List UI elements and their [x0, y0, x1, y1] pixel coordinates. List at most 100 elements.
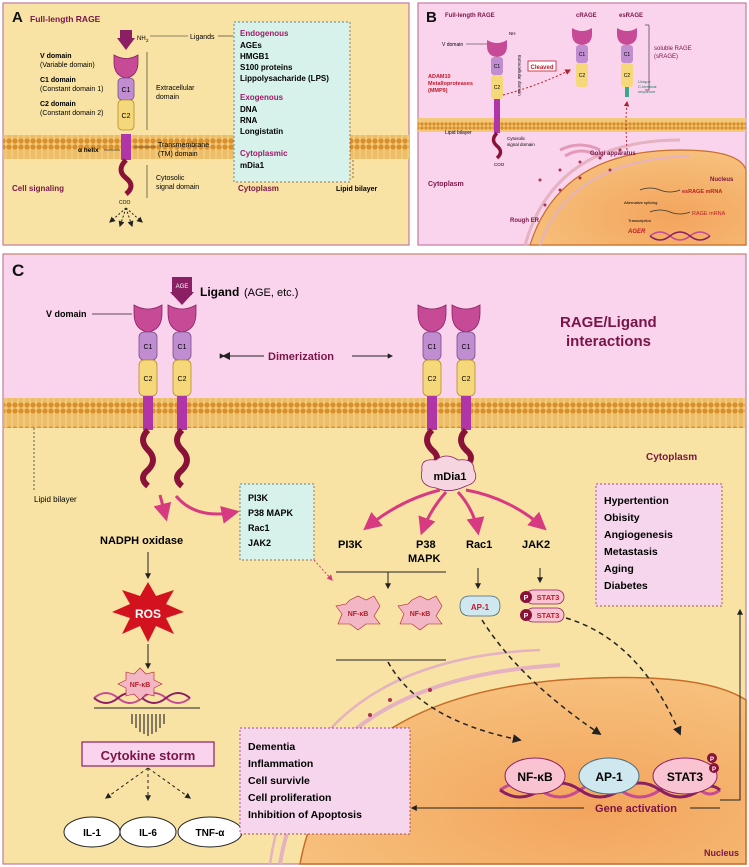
svg-text:sequence: sequence [638, 89, 656, 94]
svg-text:Hypertention: Hypertention [604, 495, 669, 507]
svg-text:Angiogenesis: Angiogenesis [604, 529, 673, 541]
svg-text:Cleaved: Cleaved [530, 65, 553, 71]
svg-text:COO: COO [119, 200, 131, 206]
svg-text:Cell survivle: Cell survivle [248, 775, 310, 787]
svg-text:(Constant domain 1): (Constant domain 1) [40, 86, 103, 93]
svg-text:AP-1: AP-1 [471, 603, 490, 612]
svg-text:P: P [524, 595, 529, 602]
panel-a-title: Full-length RAGE [30, 14, 101, 24]
svg-text:DNA: DNA [240, 105, 258, 114]
svg-text:Cytoplasm: Cytoplasm [428, 181, 464, 188]
svg-text:Dimerization: Dimerization [268, 351, 334, 363]
svg-text:AGER: AGER [627, 229, 646, 235]
svg-text:(Variable domain): (Variable domain) [40, 62, 95, 69]
svg-text:C2: C2 [178, 376, 187, 383]
svg-text:Rac1: Rac1 [248, 523, 270, 533]
svg-text:Nucleus: Nucleus [710, 177, 734, 183]
svg-text:Rough ER: Rough ER [510, 218, 540, 224]
svg-text:NADPH oxidase: NADPH oxidase [100, 535, 183, 547]
svg-text:C1: C1 [462, 344, 471, 351]
svg-text:PI3K: PI3K [338, 539, 363, 551]
svg-text:cRAGE: cRAGE [576, 13, 597, 19]
svg-text:AGE: AGE [176, 284, 189, 290]
svg-text:Metalloproteases: Metalloproteases [428, 81, 473, 87]
svg-text:Lipid bilayer: Lipid bilayer [445, 130, 472, 136]
svg-text:Lipid bilayer: Lipid bilayer [34, 495, 77, 504]
svg-text:AP-1: AP-1 [595, 770, 623, 784]
svg-text:Nucleus: Nucleus [704, 848, 739, 858]
svg-text:Inflammation: Inflammation [248, 758, 313, 770]
svg-text:Gene activation: Gene activation [595, 803, 677, 815]
svg-text:TNF-α: TNF-α [196, 828, 226, 839]
svg-text:B: B [426, 9, 437, 26]
svg-text:C1: C1 [624, 52, 631, 58]
svg-text:Obisity: Obisity [604, 512, 640, 524]
svg-text:C2: C2 [144, 376, 153, 383]
svg-text:STAT3: STAT3 [667, 770, 704, 784]
svg-text:Alternative splicing: Alternative splicing [624, 200, 657, 205]
svg-text:Extracellular domain: Extracellular domain [517, 55, 522, 96]
svg-text:(MMP9): (MMP9) [428, 88, 448, 94]
svg-text:Lippolysacharide (LPS): Lippolysacharide (LPS) [240, 74, 329, 83]
svg-text:Diabetes: Diabetes [604, 580, 648, 592]
svg-text:Transcription: Transcription [628, 218, 651, 223]
svg-text:Aging: Aging [604, 563, 634, 575]
svg-text:Full-length RAGE: Full-length RAGE [445, 13, 495, 19]
svg-text:Cytoplasm: Cytoplasm [238, 184, 279, 193]
svg-text:C1: C1 [144, 344, 153, 351]
svg-text:Inhibition of Apoptosis: Inhibition of Apoptosis [248, 809, 362, 821]
svg-text:JAK2: JAK2 [248, 538, 271, 548]
svg-text:Unique: Unique [638, 79, 651, 84]
svg-text:C1: C1 [178, 344, 187, 351]
svg-text:C1: C1 [122, 87, 131, 94]
svg-text:Golgi apparatus: Golgi apparatus [590, 151, 636, 157]
svg-text:Cell signaling: Cell signaling [12, 184, 64, 193]
svg-text:mDia1: mDia1 [240, 161, 265, 170]
svg-text:Longistatin: Longistatin [240, 127, 283, 136]
svg-text:C2: C2 [122, 113, 131, 120]
svg-text:Ligands: Ligands [190, 34, 215, 41]
svg-text:(AGE, etc.): (AGE, etc.) [244, 287, 298, 299]
svg-text:C2 domain: C2 domain [40, 101, 76, 108]
svg-text:(Constant domain 2): (Constant domain 2) [40, 110, 103, 117]
svg-text:NH: NH [509, 31, 516, 36]
svg-text:domain: domain [156, 94, 179, 101]
svg-text:C1: C1 [494, 64, 501, 70]
svg-text:MAPK: MAPK [408, 553, 440, 565]
svg-text:NF-κB: NF-κB [517, 770, 553, 784]
svg-text:Cytokine storm: Cytokine storm [101, 748, 196, 763]
svg-text:Cytoplasmic: Cytoplasmic [240, 149, 288, 158]
svg-text:AGEs: AGEs [240, 41, 262, 50]
svg-text:Cytoplasm: Cytoplasm [646, 452, 697, 463]
svg-text:S100 proteins: S100 proteins [240, 63, 293, 72]
svg-text:P: P [524, 613, 529, 620]
svg-text:COO: COO [494, 162, 505, 167]
svg-text:Rac1: Rac1 [466, 539, 492, 551]
svg-text:NF-κB: NF-κB [130, 682, 151, 689]
svg-text:Extracellular: Extracellular [156, 85, 195, 92]
svg-text:Ligand: Ligand [200, 285, 239, 299]
svg-text:C1: C1 [428, 344, 437, 351]
svg-text:STAT3: STAT3 [537, 611, 560, 620]
svg-text:PI3K: PI3K [248, 493, 269, 503]
svg-text:Endogenous: Endogenous [240, 29, 289, 38]
panel-b: B Full-length RAGE cRAGE esRAGE C1 C2 NH… [417, 2, 747, 246]
svg-text:α helix: α helix [78, 147, 99, 154]
panel-letter: A [12, 9, 23, 26]
svg-text:P38 MAPK: P38 MAPK [248, 508, 294, 518]
svg-text:C: C [12, 261, 24, 280]
rage-receptor-a: NH 2 C1 C2 COO [109, 30, 149, 228]
svg-text:HMGB1: HMGB1 [240, 52, 269, 61]
svg-text:P38: P38 [416, 539, 436, 551]
svg-text:signal domain: signal domain [156, 184, 199, 191]
svg-text:(TM) domain: (TM) domain [158, 151, 198, 158]
svg-text:signal domain: signal domain [507, 142, 535, 147]
svg-text:RNA: RNA [240, 116, 258, 125]
lipid-bilayer-c [4, 398, 745, 428]
svg-text:P: P [710, 757, 714, 763]
svg-text:Metastasis: Metastasis [604, 546, 658, 558]
svg-text:C2: C2 [462, 376, 471, 383]
svg-text:Cytosolic: Cytosolic [507, 136, 526, 141]
svg-text:IL-1: IL-1 [83, 828, 101, 839]
